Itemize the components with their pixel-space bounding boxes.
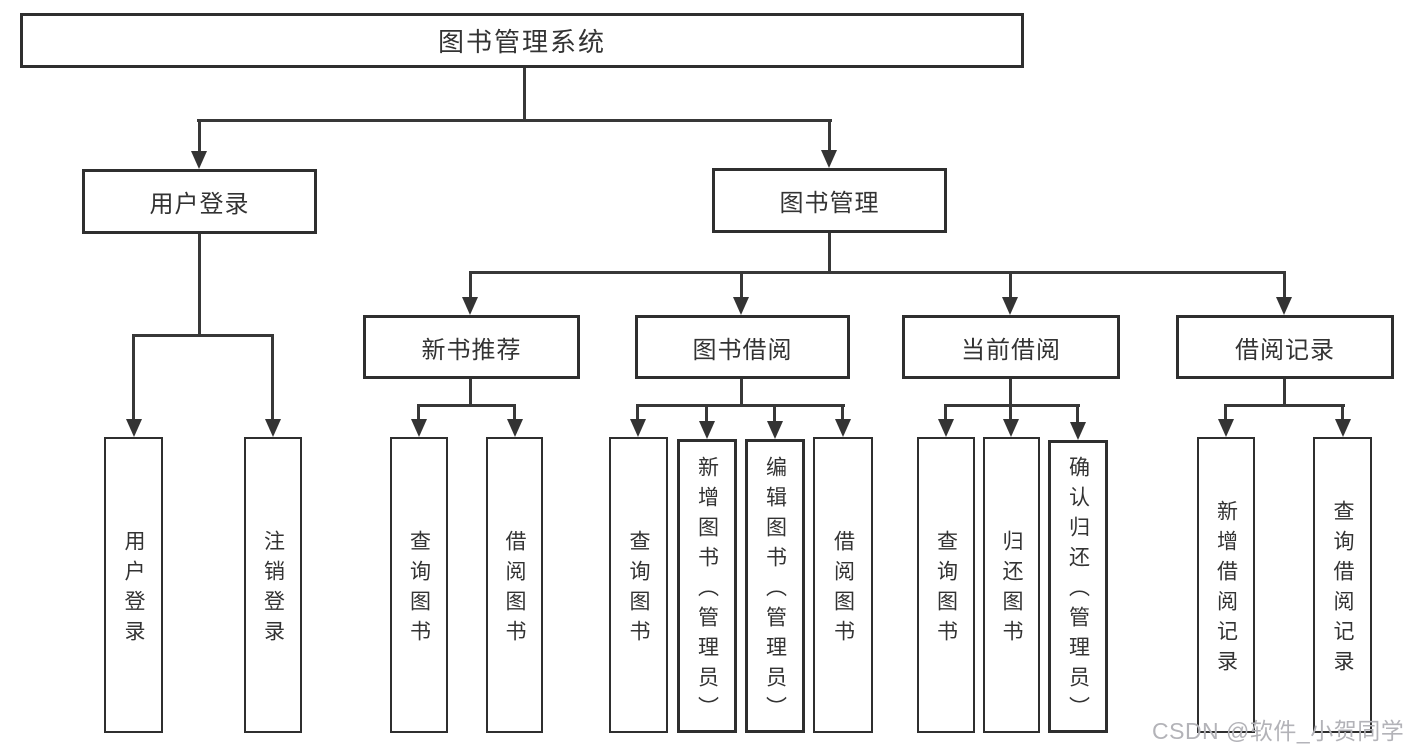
arrow-down-icon (1070, 422, 1086, 440)
connector (828, 119, 831, 153)
leaf-current-confirm-return-admin-label: 确认归还（管理员） (1066, 456, 1090, 726)
connector (1076, 404, 1079, 422)
leaf-current-return-books-label: 归还图书 (1000, 529, 1023, 650)
connector (523, 68, 526, 122)
arrow-down-icon (1218, 419, 1234, 437)
leaf-borrow-edit-books-admin-label: 编辑图书（管理员） (763, 455, 787, 726)
connector (636, 404, 845, 407)
arrow-down-icon (507, 419, 523, 437)
connector (132, 334, 135, 422)
leaf-current-return-books: 归还图书 (983, 437, 1040, 733)
connector (1283, 379, 1286, 407)
leaf-records-add-record: 新增借阅记录 (1197, 437, 1255, 733)
arrow-down-icon (938, 419, 954, 437)
connector (469, 271, 1286, 274)
arrow-down-icon (1002, 297, 1018, 315)
node-book-borrow: 图书借阅 (635, 315, 850, 379)
arrow-down-icon (126, 419, 142, 437)
arrow-down-icon (630, 419, 646, 437)
leaf-borrow-add-books-admin-label: 新增图书（管理员） (695, 455, 719, 726)
arrow-down-icon (733, 297, 749, 315)
connector (1009, 271, 1012, 300)
leaf-records-add-record-label: 新增借阅记录 (1214, 499, 1238, 680)
connector (513, 404, 516, 422)
leaf-current-query-books-label: 查询图书 (934, 529, 958, 650)
leaf-recommend-query-books-label: 查询图书 (407, 529, 431, 650)
arrow-down-icon (462, 297, 478, 315)
arrow-down-icon (1276, 297, 1292, 315)
node-book-management-label: 图书管理 (779, 190, 880, 217)
arrow-down-icon (821, 150, 837, 168)
connector (705, 404, 708, 422)
connector (1341, 404, 1344, 422)
leaf-logout-label: 注销登录 (261, 529, 285, 650)
node-current-borrow: 当前借阅 (902, 315, 1120, 379)
connector (198, 234, 201, 337)
leaf-records-query-record: 查询借阅记录 (1313, 437, 1372, 733)
connector (841, 404, 844, 422)
connector (773, 404, 776, 422)
connector (1009, 404, 1012, 422)
arrow-down-icon (767, 421, 783, 439)
arrow-down-icon (411, 419, 427, 437)
watermark: CSDN @软件_小贺同学 (1152, 718, 1405, 744)
connector (944, 404, 947, 422)
leaf-borrow-query-books: 查询图书 (609, 437, 668, 733)
connector (1283, 271, 1286, 300)
node-user-login: 用户登录 (82, 169, 317, 234)
arrow-down-icon (699, 421, 715, 439)
arrow-down-icon (191, 151, 207, 169)
node-user-login-label: 用户登录 (149, 191, 250, 218)
node-book-borrow-label: 图书借阅 (692, 336, 793, 364)
leaf-current-query-books: 查询图书 (917, 437, 975, 733)
connector (198, 119, 201, 154)
leaf-borrow-borrow-books: 借阅图书 (813, 437, 873, 733)
arrow-down-icon (1335, 419, 1351, 437)
connector (1224, 404, 1345, 407)
connector (271, 334, 274, 422)
connector (740, 379, 743, 407)
connector (1224, 404, 1227, 422)
connector (417, 404, 420, 422)
node-root: 图书管理系统 (20, 13, 1024, 68)
connector (469, 379, 472, 407)
connector (197, 119, 832, 122)
arrow-down-icon (835, 419, 851, 437)
leaf-records-query-record-label: 查询借阅记录 (1331, 499, 1354, 680)
node-current-borrow-label: 当前借阅 (961, 336, 1061, 364)
node-borrow-records: 借阅记录 (1176, 315, 1394, 379)
leaf-recommend-query-books: 查询图书 (390, 437, 448, 733)
leaf-borrow-edit-books-admin: 编辑图书（管理员） (745, 439, 805, 733)
connector (944, 404, 1080, 407)
connector (1009, 379, 1012, 407)
connector (636, 404, 639, 422)
node-borrow-records-label: 借阅记录 (1235, 336, 1335, 364)
node-new-book-recommend: 新书推荐 (363, 315, 580, 379)
node-root-label: 图书管理系统 (437, 27, 606, 57)
connector (417, 404, 516, 407)
node-new-book-recommend-label: 新书推荐 (421, 336, 522, 364)
connector (469, 271, 472, 300)
leaf-borrow-add-books-admin: 新增图书（管理员） (677, 439, 737, 733)
leaf-logout: 注销登录 (244, 437, 302, 733)
connector (828, 233, 831, 274)
arrow-down-icon (1003, 419, 1019, 437)
leaf-borrow-borrow-books-label: 借阅图书 (831, 529, 855, 650)
leaf-login: 用户登录 (104, 437, 163, 733)
arrow-down-icon (265, 419, 281, 437)
leaf-recommend-borrow-books-label: 借阅图书 (503, 529, 526, 650)
leaf-current-confirm-return-admin: 确认归还（管理员） (1048, 440, 1108, 733)
connector (132, 334, 274, 337)
node-book-management: 图书管理 (712, 168, 947, 233)
leaf-recommend-borrow-books: 借阅图书 (486, 437, 543, 733)
connector (740, 271, 743, 300)
leaf-login-label: 用户登录 (122, 529, 145, 650)
leaf-borrow-query-books-label: 查询图书 (627, 529, 650, 650)
